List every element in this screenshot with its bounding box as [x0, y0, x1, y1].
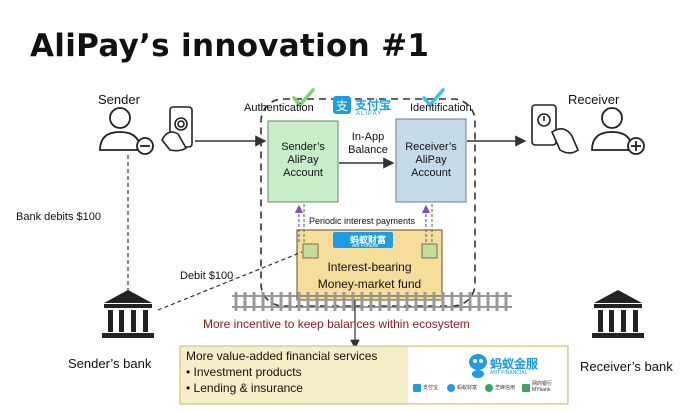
ant-fortune-logo-text: 蚂蚁财富 — [350, 235, 387, 245]
senders-bank-icon — [102, 290, 154, 338]
sender-label: Sender — [98, 92, 140, 107]
bank-to-fund-dashed — [157, 251, 303, 311]
ant-fortune-logo-sub: Ant Fortune — [352, 243, 379, 249]
services-title: More value-added financial services — [186, 349, 378, 363]
partner-logo-icons — [413, 384, 530, 392]
bank-debits-label: Bank debits $100 — [16, 211, 102, 223]
page-title: AliPay’s innovation #1 — [30, 28, 430, 64]
sender-person-icon — [99, 107, 154, 155]
services-item-2: • Lending & insurance — [186, 381, 303, 395]
partner-logo-4: 网商银行 — [532, 381, 553, 387]
fund-left-connector — [302, 243, 319, 259]
ant-financial-logo-text: 蚂蚁金服 — [490, 357, 539, 371]
ant-financial-logo-sub: ANT FINANCIAL — [490, 370, 528, 376]
receivers-account-box — [395, 118, 467, 203]
senders-account-label: Sender’s AliPay Account — [281, 141, 325, 179]
ant-financial-mascot-icon — [469, 354, 487, 378]
identification-check-icon — [422, 88, 445, 108]
receiver-person-icon — [591, 107, 645, 155]
alipay-logo-text: 支付宝 — [355, 98, 392, 112]
authentication-label: Authentication — [244, 102, 314, 114]
partner-logo-2: 蚂蚁财富 — [457, 385, 478, 391]
partner-logo-5: MYbank — [532, 387, 551, 393]
receivers-account-label: Receiver’s AliPay Account — [405, 141, 457, 179]
alipay-logo-sub: ALIPAY — [356, 111, 383, 117]
partner-logo-1: 支付宝 — [423, 385, 439, 391]
debit-label: Debit $100 — [180, 270, 234, 282]
in-app-balance-label: In-App Balance — [348, 131, 388, 156]
fund-line-1: Interest-bearing — [327, 260, 412, 274]
ant-financial-panel — [408, 347, 567, 403]
services-item-1: • Investment products — [186, 365, 302, 379]
fund-line-2: Money-market fund — [317, 277, 422, 291]
partner-logo-3: 芝麻信用 — [495, 385, 516, 391]
phone-fingerprint-icon — [161, 106, 193, 152]
ant-fortune-logo-bg — [333, 232, 393, 248]
phone-alert-icon — [531, 104, 579, 154]
alipay-logo-icon — [333, 96, 351, 114]
senders-bank-label: Sender’s bank — [68, 356, 152, 371]
receivers-bank-icon — [592, 290, 644, 338]
senders-account-box — [267, 120, 339, 203]
svg-text:支: 支 — [336, 99, 348, 113]
incentive-label: More incentive to keep balances within e… — [203, 317, 470, 331]
authentication-check-icon — [292, 88, 315, 108]
ecosystem-boundary — [260, 98, 476, 307]
receiver-label: Receiver — [568, 92, 620, 107]
rail-track — [232, 292, 512, 311]
periodic-interest-label: Periodic interest payments — [309, 216, 416, 226]
identification-label: Identification — [410, 102, 472, 114]
fund-right-connector — [421, 243, 438, 259]
receivers-bank-label: Receiver’s bank — [580, 359, 673, 374]
